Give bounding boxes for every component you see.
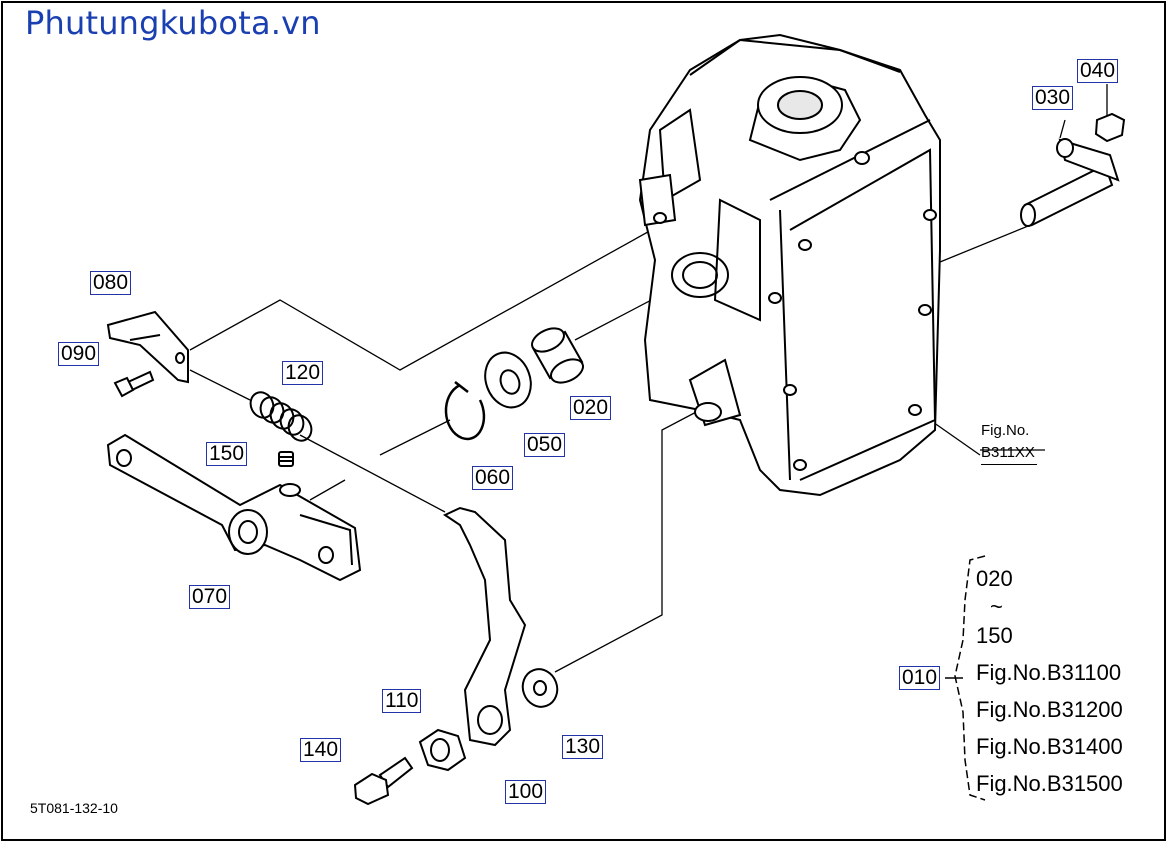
part-130-washer: [521, 668, 559, 708]
part-070-arm: [106, 433, 362, 582]
range-from: 020: [976, 566, 1013, 591]
transmission-case: [638, 33, 941, 497]
callout-090[interactable]: 090: [58, 342, 100, 366]
part-090-bolt: [113, 370, 155, 398]
range-separator: ~: [990, 594, 1003, 619]
callout-120[interactable]: 120: [282, 361, 324, 385]
leader-lines: [189, 84, 1108, 673]
callout-100[interactable]: 100: [505, 780, 547, 804]
part-040-nut: [1094, 112, 1126, 143]
part-030-shaft: [1020, 138, 1120, 227]
callout-020[interactable]: 020: [570, 396, 612, 420]
callout-070[interactable]: 070: [189, 585, 231, 609]
callout-110[interactable]: 110: [382, 689, 422, 713]
part-140-bolt: [353, 756, 414, 806]
part-110-nut: [418, 728, 467, 772]
figure-link-b31200[interactable]: Fig.No.B31200: [976, 697, 1123, 722]
callout-050[interactable]: 050: [524, 433, 566, 457]
figure-link-b31100[interactable]: Fig.No.B31100: [976, 660, 1122, 685]
callout-040[interactable]: 040: [1077, 59, 1119, 83]
applicability-list: 020 ~ 150 Fig.No.B31100 Fig.No.B31200 Fi…: [976, 560, 1123, 802]
callout-060[interactable]: 060: [472, 466, 514, 490]
watermark: Phutungkubota.vn: [25, 4, 321, 42]
part-050-washer: [484, 351, 532, 409]
callout-080[interactable]: 080: [90, 271, 132, 295]
callout-010[interactable]: 010: [899, 666, 941, 690]
part-020-bushing: [531, 327, 584, 384]
part-060-snap-ring: [444, 381, 486, 441]
range-to: 150: [976, 623, 1013, 648]
callout-030[interactable]: 030: [1032, 86, 1074, 110]
callout-150[interactable]: 150: [206, 442, 248, 466]
part-100-lever: [442, 506, 527, 747]
figure-link-b31400[interactable]: Fig.No.B31400: [976, 734, 1123, 759]
part-150-set-screw: [278, 451, 294, 467]
figure-reference-number[interactable]: B311XX: [981, 442, 1037, 465]
applicability-brace: [945, 555, 986, 801]
figure-link-b31500[interactable]: Fig.No.B31500: [976, 771, 1123, 796]
figure-reference: Fig.No. B311XX: [981, 420, 1037, 465]
part-080-plate: [106, 310, 189, 384]
figure-reference-label: Fig.No.: [981, 422, 1030, 439]
callout-140[interactable]: 140: [300, 738, 342, 762]
part-120-spring: [249, 391, 313, 442]
callout-130[interactable]: 130: [562, 735, 604, 759]
diagram-code: 5T081-132-10: [30, 800, 118, 816]
